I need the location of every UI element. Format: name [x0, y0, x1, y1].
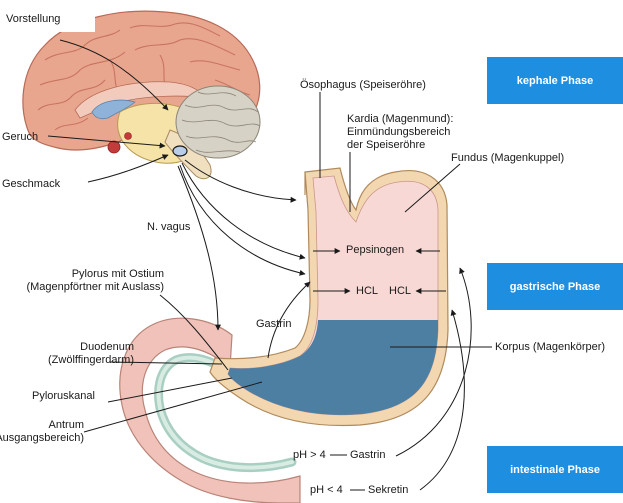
label-vorstellung: Vorstellung [6, 13, 61, 25]
leader-antrum [83, 381, 263, 433]
arrow-vorstellung [59, 39, 169, 111]
label-antrum: Antrum (Ausgangsbereich) [0, 419, 84, 444]
label-n-vagus: N. vagus [147, 221, 191, 233]
arrow-vagus-fundus [184, 159, 297, 203]
arrow-vagus-hcl [179, 164, 306, 276]
leader-pylorus [159, 294, 229, 371]
leader-duodenum [109, 361, 223, 365]
arrow-geschmack [87, 154, 169, 183]
label-oesophagus: Ösophagus (Speiseröhre) [300, 79, 426, 91]
gastric-fluid [228, 320, 438, 415]
gi-tract-illustration [119, 167, 449, 503]
label-pylorus: Pylorus mit Ostium (Magenpförtner mit Au… [26, 268, 164, 293]
label-sekretin: Sekretin [368, 484, 409, 496]
arrow-gastrin [267, 281, 311, 359]
label-geruch: Geruch [2, 131, 39, 143]
arrow-intestinal-gastrin [395, 267, 472, 457]
label-gastrin: Gastrin [256, 318, 292, 330]
arrow-vagus-antrum [177, 165, 221, 331]
label-gastrin-intestinal: Gastrin [350, 449, 386, 461]
phase-box-kephale: kephale Phase [487, 57, 623, 104]
arrow-vagus-pepsinogen [181, 162, 306, 260]
brain-illustration [22, 10, 261, 180]
label-kardia: Kardia (Magenmund): Einmündungsbereich d… [347, 113, 454, 151]
arrows [47, 39, 492, 491]
label-pyloruskanal: Pyloruskanal [32, 390, 95, 402]
label-hcl-right: HCL [389, 285, 412, 297]
leader-fundus [404, 163, 461, 213]
label-pepsinogen: Pepsinogen [346, 244, 405, 256]
arrow-geruch [47, 135, 166, 149]
brain-gyri [37, 22, 251, 131]
phase-box-gastrische: gastrische Phase [487, 263, 623, 310]
cerebellum [175, 85, 261, 159]
label-ph-low: pH < 4 [310, 484, 343, 496]
leader-pyloruskanal [107, 377, 233, 403]
olfactory-bulb [107, 140, 121, 154]
vagus-nucleus [172, 145, 188, 157]
label-hcl-left: HCL [356, 285, 379, 297]
label-ph-high: pH > 4 [293, 449, 326, 461]
phase-box-intestinale: intestinale Phase [487, 446, 623, 493]
label-duodenum: Duodenum (Zwölffingerdarm) [48, 341, 134, 366]
label-fundus: Fundus (Magenkuppel) [451, 152, 565, 164]
arrow-intestinal-sekretin [419, 309, 465, 491]
label-korpus: Korpus (Magenkörper) [495, 341, 606, 353]
label-geschmack: Geschmack [2, 178, 61, 190]
